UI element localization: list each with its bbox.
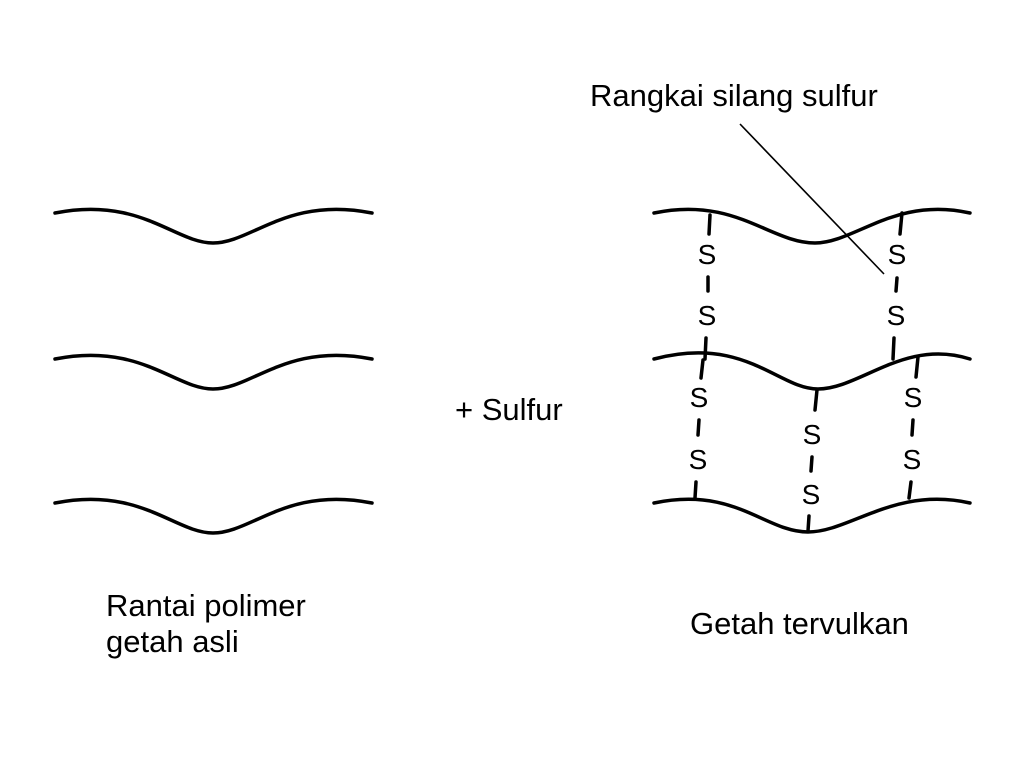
sulfur-crosslink-4: S S xyxy=(802,388,822,533)
left-caption-line-1: Rantai polimer xyxy=(106,588,306,623)
plus-sulfur-label: + Sulfur xyxy=(455,392,563,427)
sulfur-crosslink-5: S S xyxy=(903,355,923,500)
sulfur-atom: S xyxy=(803,419,822,450)
natural-rubber-chains xyxy=(53,207,374,535)
sulfur-atom: S xyxy=(904,382,923,413)
sulfur-crosslink-1: S S xyxy=(698,213,717,361)
sulfur-atom: S xyxy=(802,479,821,510)
vulcanized-chain-1 xyxy=(652,207,972,245)
sulfur-atom: S xyxy=(689,444,708,475)
callout-leader-line xyxy=(739,123,885,275)
sulfur-atom: S xyxy=(903,444,922,475)
polymer-chain-2 xyxy=(53,353,374,391)
polymer-chain-3 xyxy=(53,497,374,535)
sulfur-atom: S xyxy=(887,300,906,331)
sulfur-atom: S xyxy=(888,239,907,270)
polymer-chain-1 xyxy=(53,207,374,245)
sulfur-atom: S xyxy=(690,382,709,413)
sulfur-atom: S xyxy=(698,300,717,331)
sulfur-atom: S xyxy=(698,239,717,270)
sulfur-crosslink-2: S S xyxy=(887,211,907,361)
crosslink-callout-label: Rangkai silang sulfur xyxy=(590,78,878,113)
sulfur-crosslink-3: S S xyxy=(689,358,709,500)
left-caption-line-2: getah asli xyxy=(106,624,239,659)
right-caption: Getah tervulkan xyxy=(690,606,909,641)
